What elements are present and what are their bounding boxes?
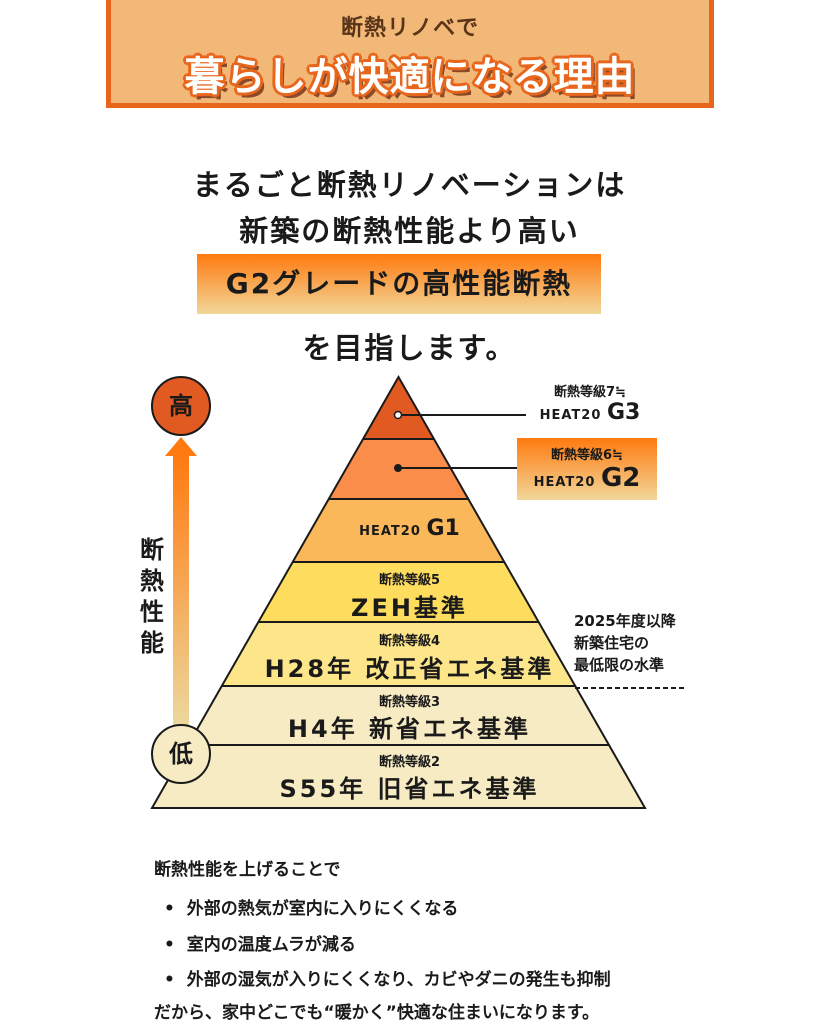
benefit-item: • 外部の湿気が入りにくくなり、カビやダニの発生も抑制 [164,970,611,990]
benefit-text: 外部の湿気が入りにくくなり、カビやダニの発生も抑制 [186,970,611,990]
standard-note: 2025年度以降 新築住宅の 最低限の水準 [574,610,676,676]
g3-level: G3 [606,400,641,425]
headline-line3: を目指します。 [302,331,517,365]
note-line1: 2025年度以降 [574,612,676,630]
g3-marker-icon [393,410,403,420]
headline-highlight: G2グレードの高性能断熱 [197,254,601,314]
layer-s55-grade: 断熱等級2 [378,755,441,770]
banner-subtitle: 断熱リノベで [340,16,479,41]
layer-zeh-name: ZEH基準 [351,594,468,622]
pyramid-layer-h28 [222,622,575,686]
headline-line2: 新築の断熱性能より高い [239,214,580,248]
g2-level: G2 [600,463,641,493]
pyramid-layer-zeh [258,562,539,622]
callout-g3: 断熱等級7≒ HEAT20 G3 [530,381,650,425]
g2-heat: HEAT20 [533,475,596,490]
g3-heat: HEAT20 [539,408,602,423]
layer-h28-name: H28年 改正省エネ基準 [264,655,555,683]
headline-line1: まるごと断熱リノベーションは [192,168,627,202]
benefit-text: 外部の熱気が室内に入りにくくなる [186,899,459,919]
g1-heat: HEAT20 [359,524,421,539]
layer-zeh-grade: 断熱等級5 [378,573,441,588]
pyramid-layer-s55 [152,745,645,808]
axis-high: 高 [151,376,211,436]
benefit-text: 室内の温度ムラが減る [186,935,356,955]
layer-h28-grade: 断熱等級4 [378,634,441,649]
layer-g1-label: HEAT20 G1 [0,516,819,541]
pyramid-layer-g3 [363,377,434,439]
benefits-intro: 断熱性能を上げることで [154,860,341,880]
g2-marker-icon [394,464,402,472]
benefit-item: • 外部の熱気が室内に入りにくくなる [164,899,459,919]
pyramid-layer-g1 [293,499,504,562]
axis-label: 断熱性能 [140,536,164,657]
callout-g2: 断熱等級6≒ HEAT20 G2 [517,438,657,500]
note-line2: 新築住宅の [574,634,650,652]
banner-title: 暮らしが快適になる理由 [184,54,636,100]
axis-low: 低 [151,724,211,784]
g2-grade: 断熱等級6≒ [551,448,623,463]
benefits-conclusion: だから、家中どこでも“暖かく”快適な住まいになります。 [154,1003,600,1023]
arrow-shaft [173,455,189,730]
note-line3: 最低限の水準 [574,656,665,674]
g1-level: G1 [426,516,460,541]
title-banner: 断熱リノベで 暮らしが快適になる理由 [106,0,714,108]
g3-grade: 断熱等級7≒ [554,385,626,400]
pyramid-layer-h4 [188,686,609,745]
layer-s55-name: S55年 旧省エネ基準 [279,775,540,803]
layer-h4-grade: 断熱等級3 [378,695,441,710]
layer-h4-name: H4年 新省エネ基準 [287,715,532,743]
arrow-head-icon [165,437,197,456]
benefit-item: • 室内の温度ムラが減る [164,935,356,955]
